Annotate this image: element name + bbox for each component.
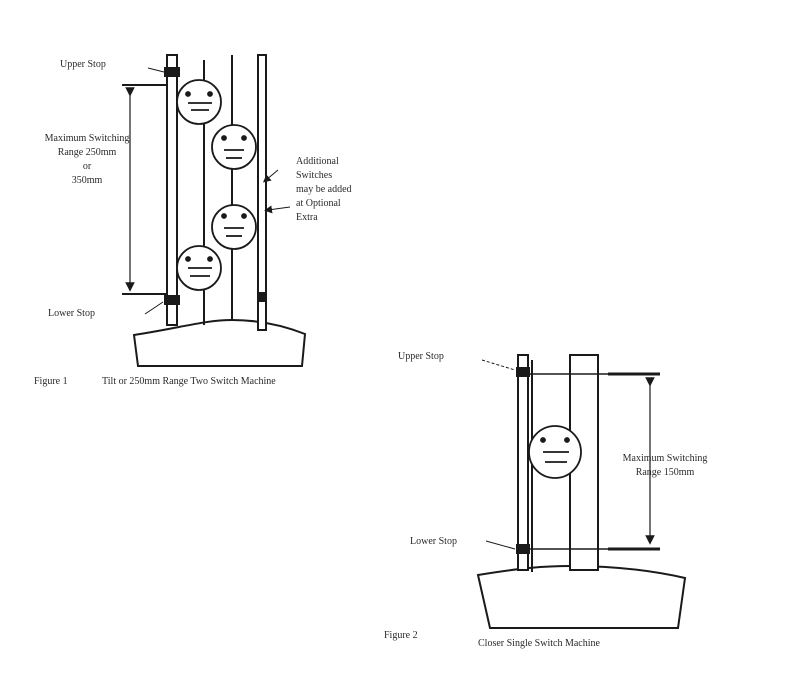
figure-1-lower-stop-block: [164, 295, 180, 305]
figure-1-upper-stop-block: [164, 67, 180, 77]
figure-2-right-rod: [569, 354, 599, 571]
figure-1-additional-line: Switches: [296, 170, 333, 181]
figure-1-caption-number: Figure 1: [34, 376, 68, 387]
figure-1-range-line: Range 250mm: [57, 147, 117, 158]
figure-1-switch: [176, 245, 222, 291]
figure-1-switch: [211, 124, 257, 170]
figure-1-drawing: [122, 54, 307, 367]
figure-1-range-label: Maximum Switching Range 250mm or 350mm: [32, 132, 142, 188]
figure-2-caption-number: Figure 2: [384, 630, 418, 641]
figure-1-lower-stop-label: Lower Stop: [48, 308, 95, 319]
figure-2-switch: [528, 425, 582, 479]
figure-2-upper-stop-label: Upper Stop: [398, 351, 444, 362]
figure-1-additional-line: Extra: [296, 212, 318, 223]
figure-1-upper-stop-label: Upper Stop: [60, 59, 106, 70]
figure-1-additional-label: Additional Switches may be added at Opti…: [296, 155, 352, 225]
figure-1-left-rod: [166, 54, 178, 326]
figure-2-range-line: Range 150mm: [635, 467, 695, 478]
figure-1-range-line: Maximum Switching: [44, 133, 130, 144]
figure-1-caption-title: Tilt or 250mm Range Two Switch Machine: [102, 376, 276, 387]
figure-1-right-rod: [257, 54, 267, 331]
figure-2-upper-stop-block: [516, 367, 530, 377]
figure-1-additional-line: may be added: [296, 184, 352, 195]
figure-2-lower-stop-block: [516, 544, 530, 554]
figure-1-switch: [211, 204, 257, 250]
figure-2-caption-title: Closer Single Switch Machine: [478, 638, 600, 649]
figure-2-base: [476, 564, 687, 629]
figure-2-lower-stop-label: Lower Stop: [410, 536, 457, 547]
figure-2-range-label: Maximum Switching Range 150mm: [600, 452, 730, 480]
figure-1-range-line: 350mm: [71, 175, 103, 186]
figure-1-additional-line: at Optional: [296, 198, 341, 209]
figure-2-range-line: Maximum Switching: [622, 453, 708, 464]
figure-1-range-line: or: [82, 161, 92, 172]
figure-2-left-rod: [517, 354, 529, 571]
figure-2-drawing: [476, 354, 687, 629]
figure-1-additional-line: Additional: [296, 156, 339, 167]
figure-1-switch: [176, 79, 222, 125]
figure-1-base: [132, 318, 307, 367]
